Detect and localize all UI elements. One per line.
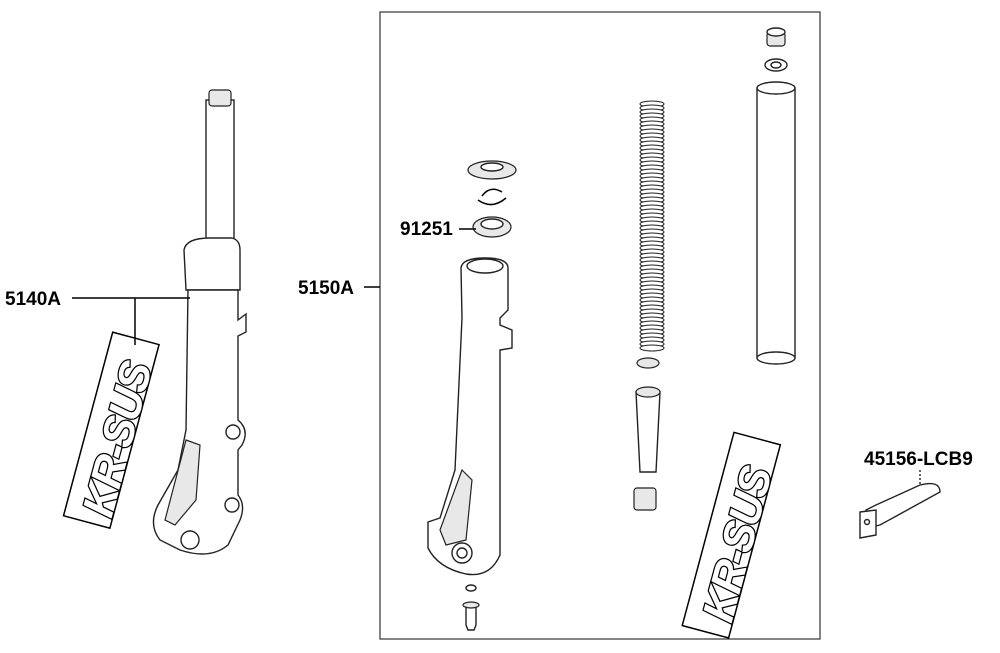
bracket-drawing — [859, 482, 941, 539]
left-decal-logo: KR-SUS — [62, 331, 163, 530]
inner-tube-drawing — [756, 27, 796, 365]
spring-coil — [639, 344, 665, 352]
assembly-frame — [379, 11, 821, 640]
left-fork-drawing — [152, 89, 247, 555]
part-label-91251: 91251 — [400, 219, 453, 240]
part-label-45156-lcb9: 45156-LCB9 — [864, 449, 973, 470]
part-label-5140a: 5140A — [5, 289, 61, 310]
right-decal-logo: KR-SUS — [681, 431, 783, 639]
dust-seal-drawing — [467, 160, 517, 238]
right-lower-leg-drawing — [427, 257, 513, 631]
spring-drawing — [639, 100, 665, 352]
damper-parts-drawing — [633, 357, 661, 511]
part-label-5150a: 5150A — [298, 278, 354, 299]
